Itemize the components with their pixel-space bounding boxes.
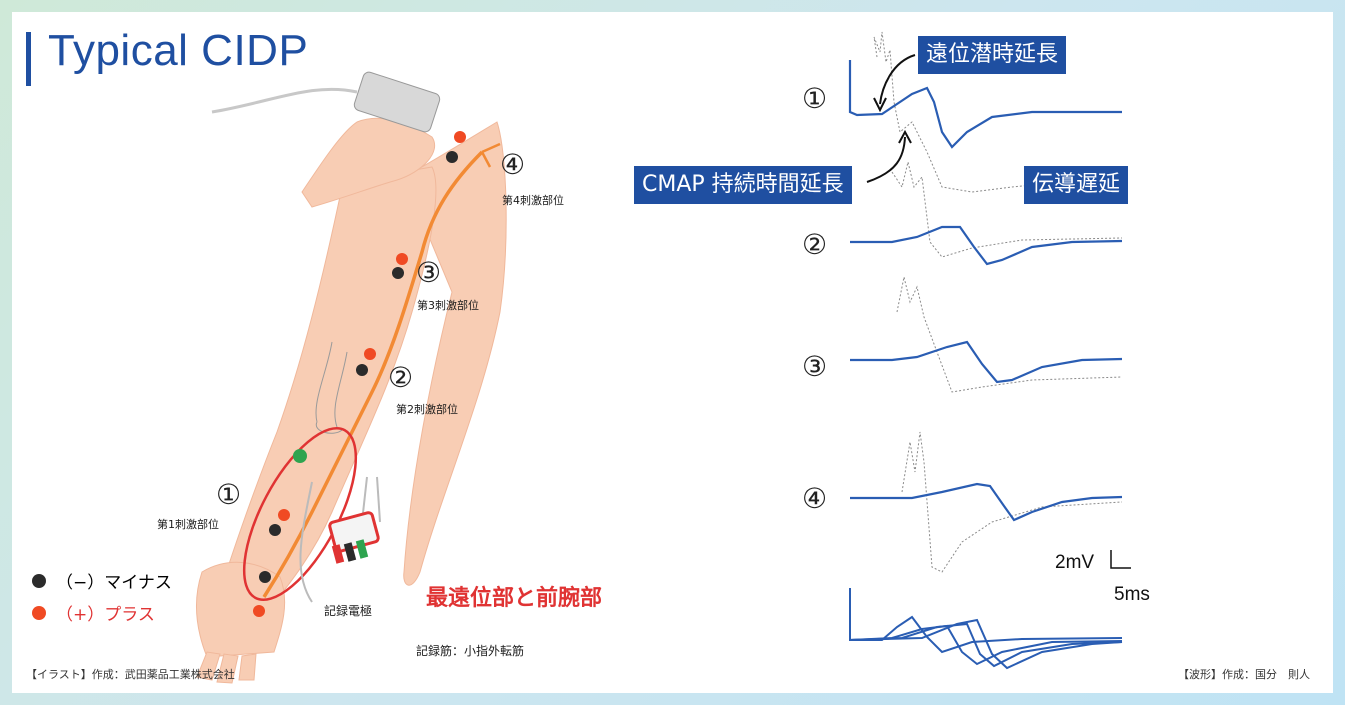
cidp-trace-3 bbox=[850, 340, 1123, 384]
emphasis-label: 最遠位部と前腕部 bbox=[426, 586, 603, 611]
recording-muscle-label: 記録筋：小指外転筋 bbox=[416, 644, 525, 658]
site4-label: 第4刺激部位 bbox=[502, 194, 564, 207]
site1-label: 第1刺激部位 bbox=[157, 518, 219, 531]
scale-time-label: 5ms bbox=[1114, 584, 1150, 605]
connector-pin-green bbox=[355, 539, 369, 559]
nerve-branch bbox=[480, 142, 501, 168]
cidp-trace-1 bbox=[848, 60, 1122, 149]
latency-arrowhead bbox=[873, 97, 887, 113]
hand-minus-dot bbox=[259, 571, 271, 583]
site2-plus-dot bbox=[364, 348, 376, 360]
site2-label: 第2刺激部位 bbox=[396, 403, 458, 416]
hand-skin bbox=[196, 561, 286, 658]
site4-plus-dot bbox=[454, 131, 466, 143]
site3-minus-dot bbox=[392, 267, 404, 279]
cidp-trace-4 bbox=[850, 482, 1123, 522]
site1-plus-dot bbox=[278, 509, 290, 521]
illustration-credit: 【イラスト】作成：武田薬品工業株式会社 bbox=[26, 668, 235, 681]
distal-latency-box: 遠位潜時延長 bbox=[918, 36, 1067, 74]
arm-illustration bbox=[196, 71, 507, 684]
finger-2 bbox=[216, 653, 239, 684]
latency-arrow bbox=[879, 54, 916, 105]
site2-minus-dot bbox=[356, 364, 368, 376]
cmap-arrow bbox=[866, 136, 906, 183]
scale-voltage-label: 2mV bbox=[1055, 552, 1095, 573]
stimulator-cable bbox=[211, 87, 358, 114]
site3-plus-dot bbox=[396, 253, 408, 265]
connector-pin-red bbox=[331, 544, 345, 564]
title-accent-bar bbox=[26, 32, 31, 86]
cmap-arrowhead bbox=[898, 129, 912, 144]
waveform-credit: 【波形】作成：国分 則人 bbox=[1178, 668, 1310, 681]
legend-minus-label: （−）マイナス bbox=[56, 573, 172, 593]
site1-number: ① bbox=[216, 478, 242, 511]
slide-card: Typical CIDP bbox=[12, 12, 1333, 693]
site3-label: 第3刺激部位 bbox=[417, 299, 479, 312]
legend-plus: （+）プラス bbox=[32, 600, 155, 625]
trace-label-4: ④ bbox=[802, 482, 828, 515]
finger-1 bbox=[196, 651, 221, 681]
trace-label-3: ③ bbox=[802, 350, 828, 383]
hand-plus-dot bbox=[253, 605, 265, 617]
conduction-delay-box: 伝導遅延 bbox=[1024, 166, 1129, 204]
normal-trace-4 bbox=[901, 431, 1123, 573]
site4-minus-dot bbox=[446, 151, 458, 163]
overlay-trace-d bbox=[849, 618, 1123, 670]
plus-dot-icon bbox=[32, 605, 46, 620]
minus-dot-icon bbox=[32, 573, 46, 588]
site3-number: ③ bbox=[416, 256, 442, 289]
cmap-duration-box: CMAP 持続時間延長 bbox=[634, 166, 852, 204]
normal-trace-3 bbox=[896, 276, 1123, 393]
trace-label-1: ① bbox=[802, 82, 828, 115]
arm-skin-forearm bbox=[216, 166, 437, 613]
overlay-trace-b bbox=[849, 624, 1123, 666]
legend-minus: （−）マイナス bbox=[32, 568, 172, 593]
site4-number: ④ bbox=[500, 148, 526, 181]
stimulator-device bbox=[353, 71, 441, 133]
recording-green-dot bbox=[293, 449, 307, 463]
scale-bar bbox=[1110, 550, 1131, 569]
main-illustration bbox=[196, 31, 1131, 684]
trace-label-2: ② bbox=[802, 228, 828, 261]
electrode-label: 記録電極 bbox=[324, 604, 373, 618]
examiner-hand bbox=[301, 117, 435, 208]
overlay-trace-c bbox=[849, 622, 1123, 668]
slide-title: Typical CIDP bbox=[48, 26, 309, 75]
connector-pin-black bbox=[343, 542, 357, 562]
site1-minus-dot bbox=[269, 524, 281, 536]
site2-number: ② bbox=[388, 361, 414, 394]
legend-plus-label: （+）プラス bbox=[56, 605, 155, 625]
waveform-panel bbox=[848, 31, 1131, 670]
finger-3 bbox=[238, 653, 257, 681]
bone-sketch bbox=[315, 341, 348, 434]
cidp-trace-2 bbox=[850, 225, 1123, 266]
